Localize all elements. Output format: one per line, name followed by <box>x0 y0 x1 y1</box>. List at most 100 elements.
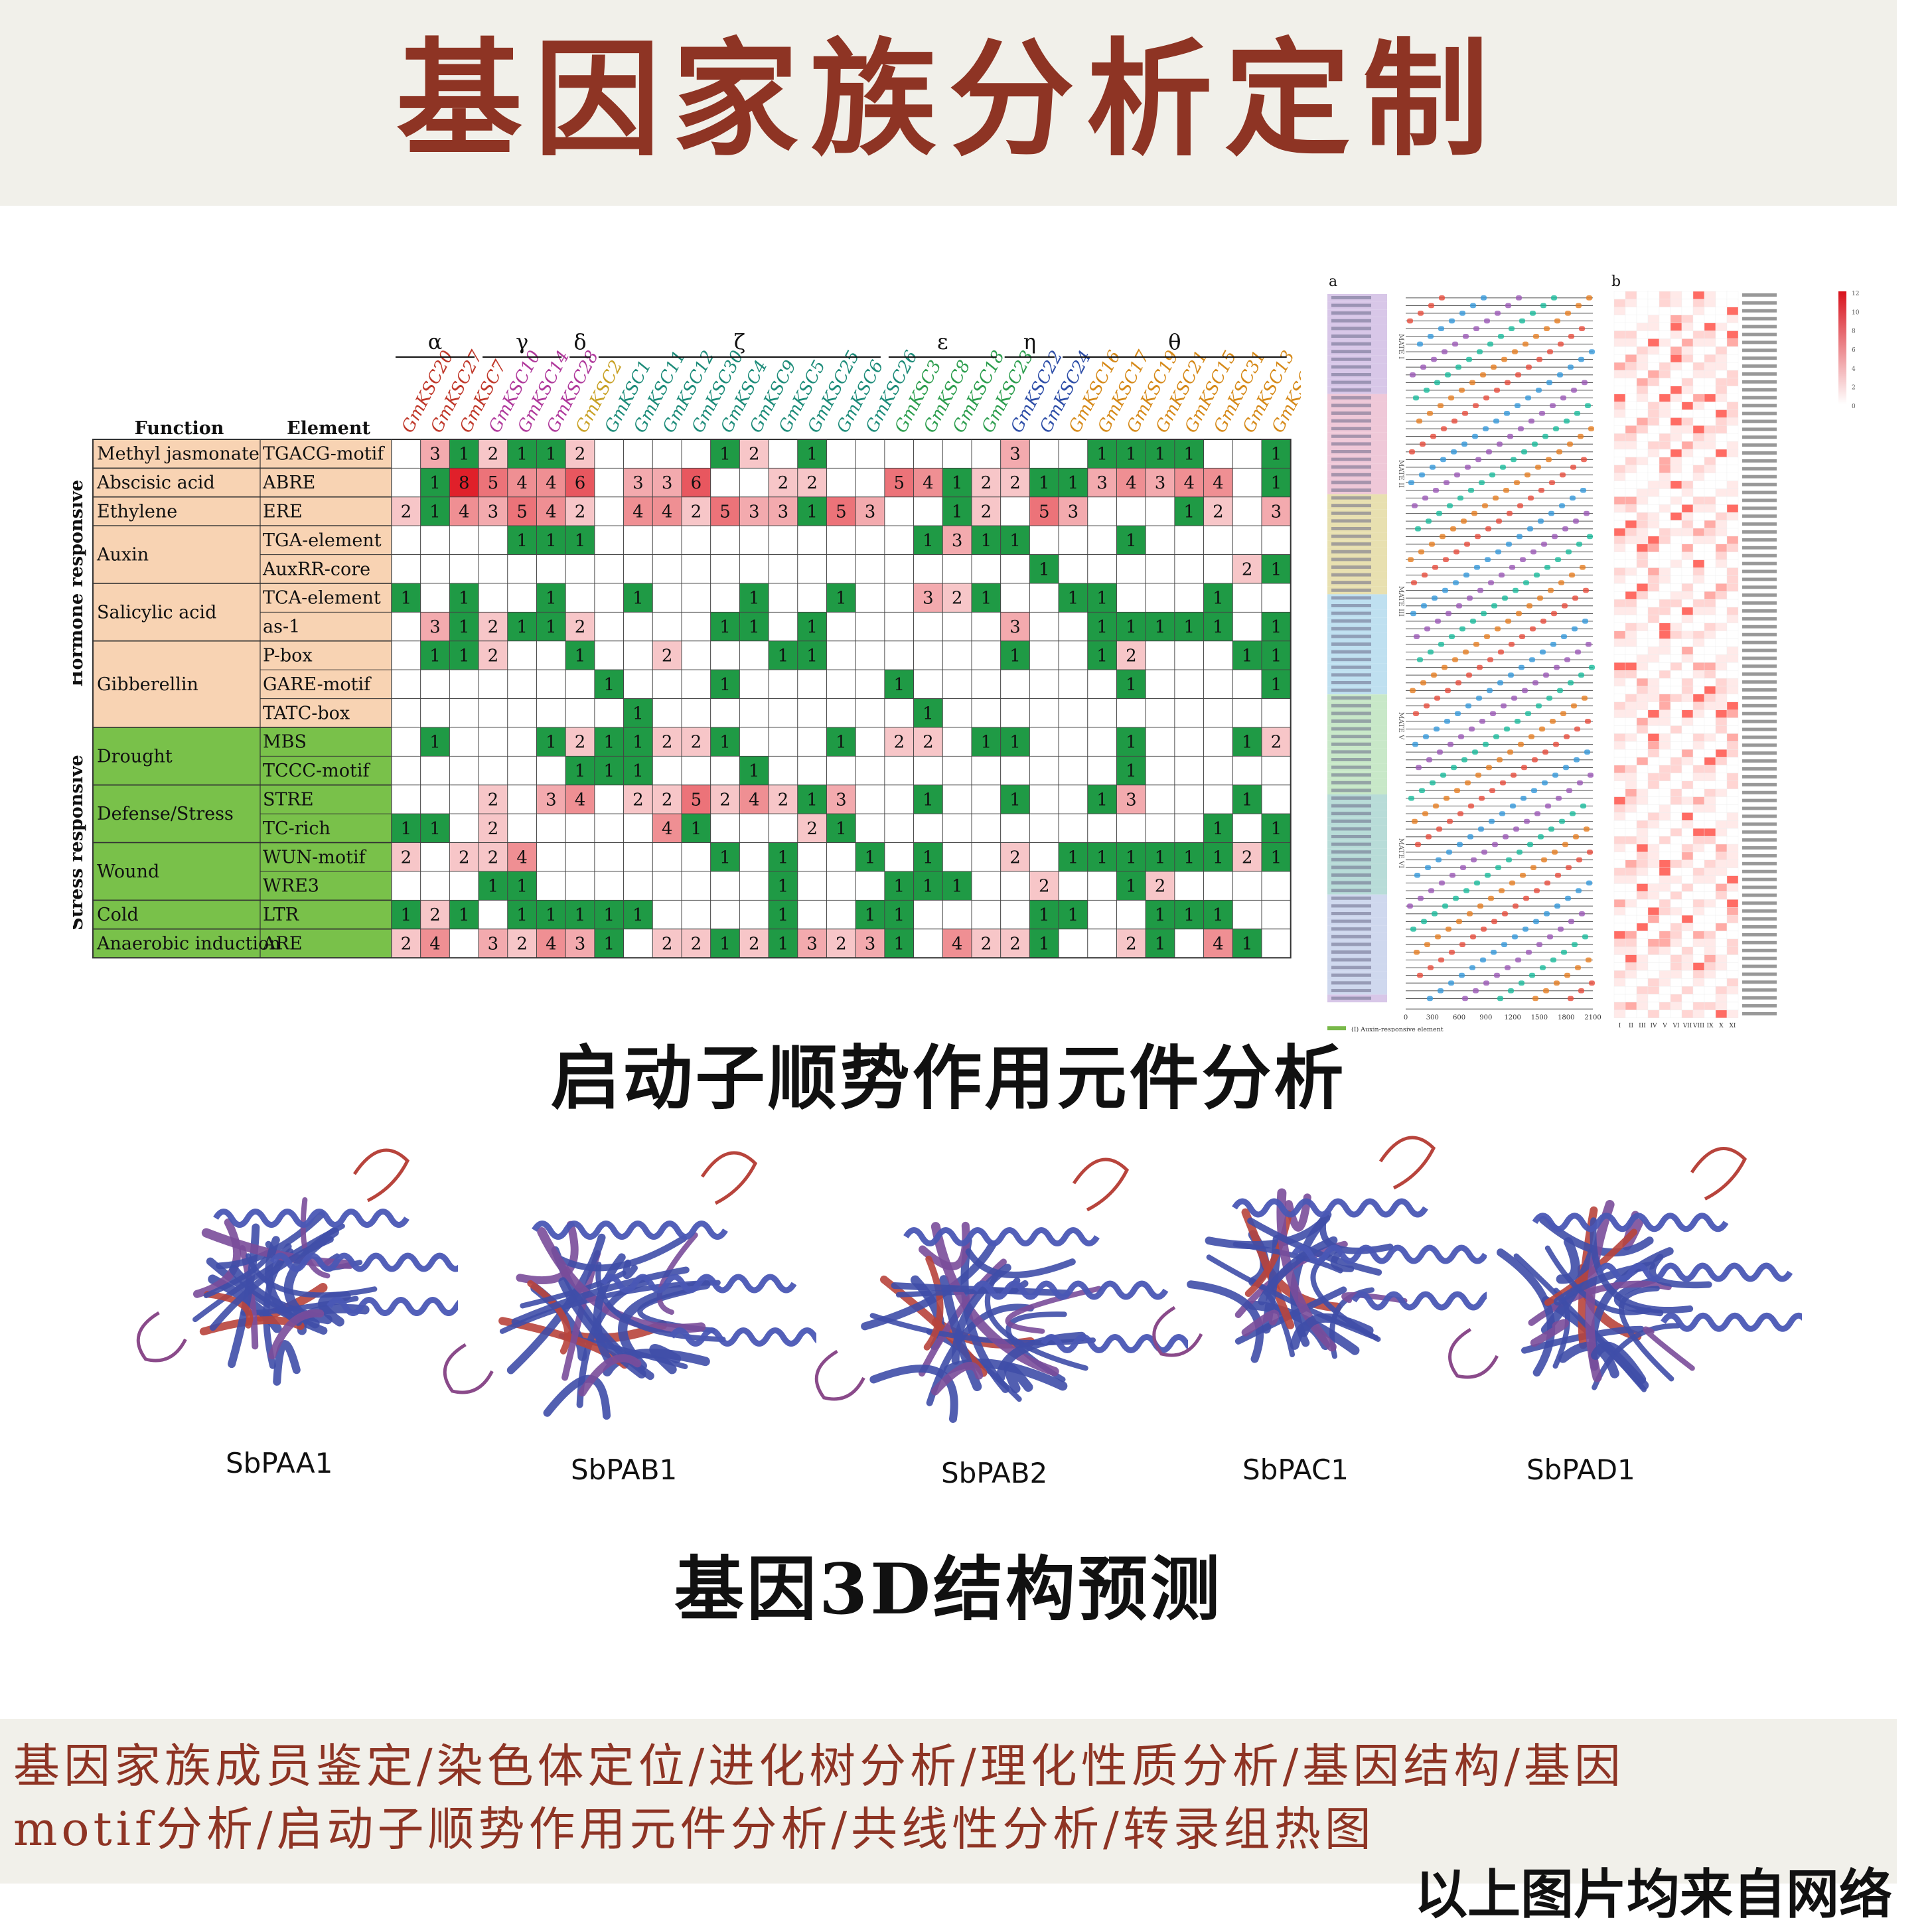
motif-marker <box>1468 488 1474 493</box>
matrix-cell-value: 1 <box>546 733 557 753</box>
protein-ribbon <box>1556 1237 1580 1284</box>
matrix-cell <box>971 439 1002 469</box>
motif-marker <box>1497 441 1503 447</box>
heatmap-cell <box>1613 488 1626 497</box>
matrix-cell <box>623 929 653 958</box>
protein-helix <box>1661 1312 1802 1332</box>
heatmap-cell <box>1715 678 1728 687</box>
gene-name-text <box>1331 973 1371 977</box>
protein-helix <box>1532 1213 1729 1232</box>
matrix-cell-value: 5 <box>893 473 905 493</box>
matrix-cell <box>1261 698 1292 728</box>
matrix-cell <box>1116 583 1146 613</box>
motif-marker <box>1483 980 1489 986</box>
heatmap-cell <box>1692 631 1705 639</box>
matrix-cell-value: 1 <box>575 646 586 666</box>
heatmap-col-label: VIII <box>1692 1023 1705 1029</box>
heatmap-cell <box>1636 733 1649 742</box>
heatmap-cell <box>1670 623 1682 631</box>
heatmap-cell <box>1692 875 1705 884</box>
heatmap-cell <box>1613 631 1626 639</box>
matrix-cell <box>797 842 827 872</box>
protein-ribbon <box>1330 1250 1355 1272</box>
motif-marker <box>1480 372 1486 378</box>
matrix-cell-value: 3 <box>575 934 586 954</box>
matrix-cell-value: 2 <box>778 790 789 810</box>
motif-marker <box>1478 826 1484 832</box>
motif-marker <box>1505 619 1511 624</box>
matrix-cell <box>536 611 566 642</box>
matrix-cell <box>1232 813 1262 844</box>
heatmap-cell <box>1692 907 1705 916</box>
gene-name-text <box>1331 927 1371 931</box>
heatmap-row-label <box>1742 601 1777 605</box>
heatmap-cell <box>1636 788 1649 797</box>
matrix-cell <box>1203 727 1233 757</box>
matrix-cell <box>1116 554 1146 584</box>
gene-name-text <box>1331 357 1371 361</box>
heatmap-cell <box>1715 402 1728 410</box>
function-block <box>92 929 392 958</box>
heatmap-cell <box>1636 599 1649 608</box>
heatmap-cell <box>1647 528 1660 537</box>
matrix-cell <box>884 784 915 814</box>
motif-marker <box>1481 850 1487 855</box>
motif-marker <box>1474 565 1480 570</box>
motif-marker <box>1589 349 1595 354</box>
heatmap-cell <box>1670 994 1682 1003</box>
matrix-cell <box>942 640 972 670</box>
gene-name-text <box>1331 857 1371 861</box>
matrix-cell <box>1261 669 1292 700</box>
heatmap-row-label <box>1742 648 1777 652</box>
heatmap-cell <box>1636 386 1649 394</box>
matrix-cell <box>594 525 625 556</box>
matrix-cell <box>942 929 972 958</box>
matrix-cell-value: 1 <box>1213 819 1224 839</box>
heatmap-cell <box>1613 986 1626 995</box>
matrix-cell <box>1029 496 1059 526</box>
motif-marker <box>1449 318 1455 324</box>
motif-marker <box>1558 927 1564 932</box>
motif-marker <box>1526 950 1532 955</box>
matrix-cell-value: 5 <box>719 502 731 522</box>
matrix-cell-value: 1 <box>429 733 441 753</box>
heatmap-cell <box>1726 962 1739 971</box>
matrix-cell <box>971 784 1002 814</box>
heatmap-cell <box>1715 828 1728 837</box>
matrix-cell-value: 2 <box>488 848 499 867</box>
heatmap-cell <box>1659 804 1671 813</box>
heatmap-cell <box>1670 717 1682 726</box>
heatmap-cell <box>1692 1002 1705 1011</box>
motif-marker <box>1493 418 1499 424</box>
heatmap-cell <box>1681 709 1694 718</box>
motif-marker <box>1505 380 1511 386</box>
protein-ribbon <box>1003 1363 1033 1394</box>
gene-name-text <box>1331 457 1371 461</box>
matrix-cell <box>565 496 595 526</box>
heatmap-cell <box>1659 773 1671 782</box>
heatmap-cell <box>1659 544 1671 552</box>
heatmap-cell <box>1659 528 1671 537</box>
heatmap-cell <box>1692 323 1705 331</box>
matrix-cell-value: 2 <box>662 733 673 753</box>
heatmap-cell <box>1704 465 1716 473</box>
motif-marker <box>1554 318 1560 324</box>
heatmap-cell <box>1681 323 1694 331</box>
matrix-cell-value: 2 <box>806 819 818 839</box>
motif-marker <box>1550 719 1556 724</box>
heatmap-cell <box>1715 425 1728 434</box>
heatmap-cell <box>1613 1002 1626 1011</box>
motif-marker <box>1573 518 1579 524</box>
heatmap-cell <box>1636 631 1649 639</box>
protein-ribbon <box>1244 1210 1293 1298</box>
element-label: as-1 <box>263 617 300 637</box>
matrix-cell <box>768 525 798 556</box>
heatmap-cell <box>1715 1002 1728 1011</box>
heatmap-cell <box>1625 567 1637 576</box>
heatmap-row-label <box>1742 782 1777 786</box>
heatmap-cell <box>1726 544 1739 552</box>
matrix-cell <box>1203 439 1233 469</box>
motif-marker <box>1414 634 1420 639</box>
heatmap-cell <box>1613 654 1626 663</box>
motif-marker <box>1492 842 1498 848</box>
